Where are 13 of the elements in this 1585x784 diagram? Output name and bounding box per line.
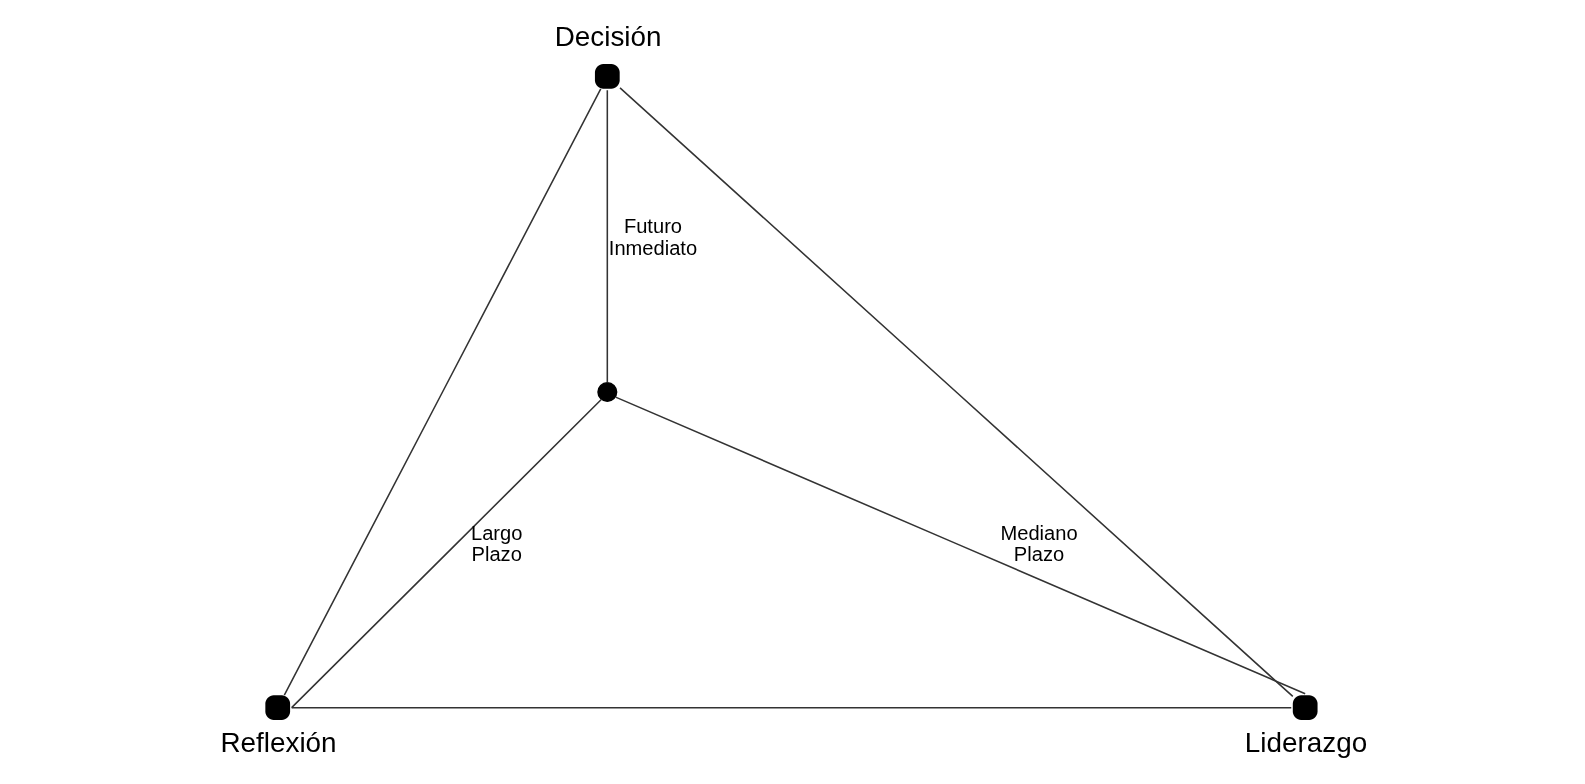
connector xyxy=(614,396,1306,695)
node-label: Reflexión xyxy=(219,726,337,758)
edge-label: Largo Plazo xyxy=(470,521,522,566)
node-label: Liderazgo xyxy=(1244,726,1367,758)
node-label: Decisión xyxy=(554,21,661,53)
node-circle xyxy=(596,381,617,403)
connector xyxy=(290,706,1292,709)
connector xyxy=(606,89,608,384)
connector xyxy=(283,88,601,696)
edge-label: Mediano Plazo xyxy=(999,521,1078,566)
connector xyxy=(618,87,1294,698)
edge-label: Futuro Inmediato xyxy=(608,215,697,259)
connector xyxy=(290,398,602,709)
